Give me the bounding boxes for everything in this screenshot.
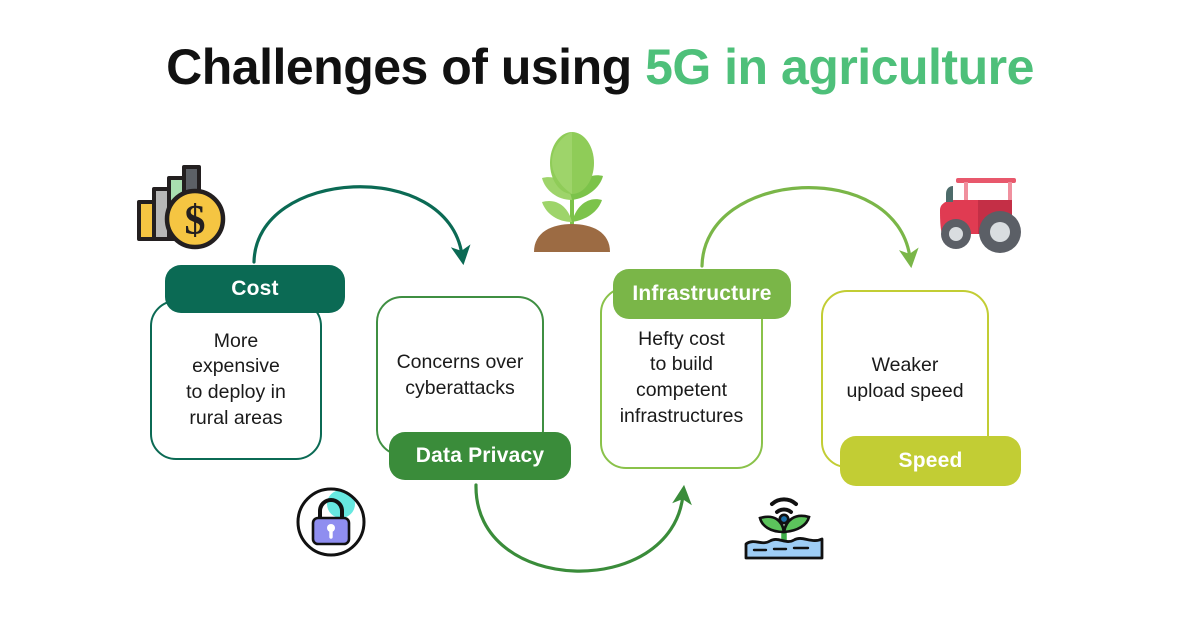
card-data-privacy[interactable]: Concerns over cyberattacks [376,296,544,456]
tractor-icon [940,178,1021,253]
arrow-infrastructure-to-speed [700,186,919,269]
card-cost[interactable]: More expensive to deploy in rural areas [150,300,322,460]
arrow-cost-to-data-privacy [252,185,471,266]
card-data-privacy-body: Concerns over cyberattacks [396,351,524,399]
padlock-icon [296,487,366,557]
badge-speed[interactable]: Speed [840,436,1021,486]
badge-cost[interactable]: Cost [165,265,345,313]
arrow-data-privacy-to-infrastructure [474,483,692,573]
badge-data-privacy[interactable]: Data Privacy [389,432,571,480]
page-title: Challenges of using 5G in agriculture [0,38,1200,96]
badge-cost-label: Cost [231,277,279,300]
smart-farming-icon [744,497,824,560]
badge-infrastructure[interactable]: Infrastructure [613,269,791,319]
title-lead-text: Challenges of using [166,39,646,95]
card-speed-body: Weaker upload speed [846,354,964,402]
card-infrastructure-body: Hefty cost to build competent infrastruc… [619,327,744,427]
badge-infrastructure-label: Infrastructure [632,282,772,305]
title-accent-text: 5G in agriculture [645,39,1034,95]
card-cost-body: More expensive to deploy in rural areas [186,329,286,429]
plant-sprout-icon [534,132,610,252]
badge-speed-label: Speed [898,449,963,472]
badge-data-privacy-label: Data Privacy [415,444,545,467]
money-bar-chart-icon: $ [137,165,226,250]
svg-text:$: $ [185,198,206,244]
